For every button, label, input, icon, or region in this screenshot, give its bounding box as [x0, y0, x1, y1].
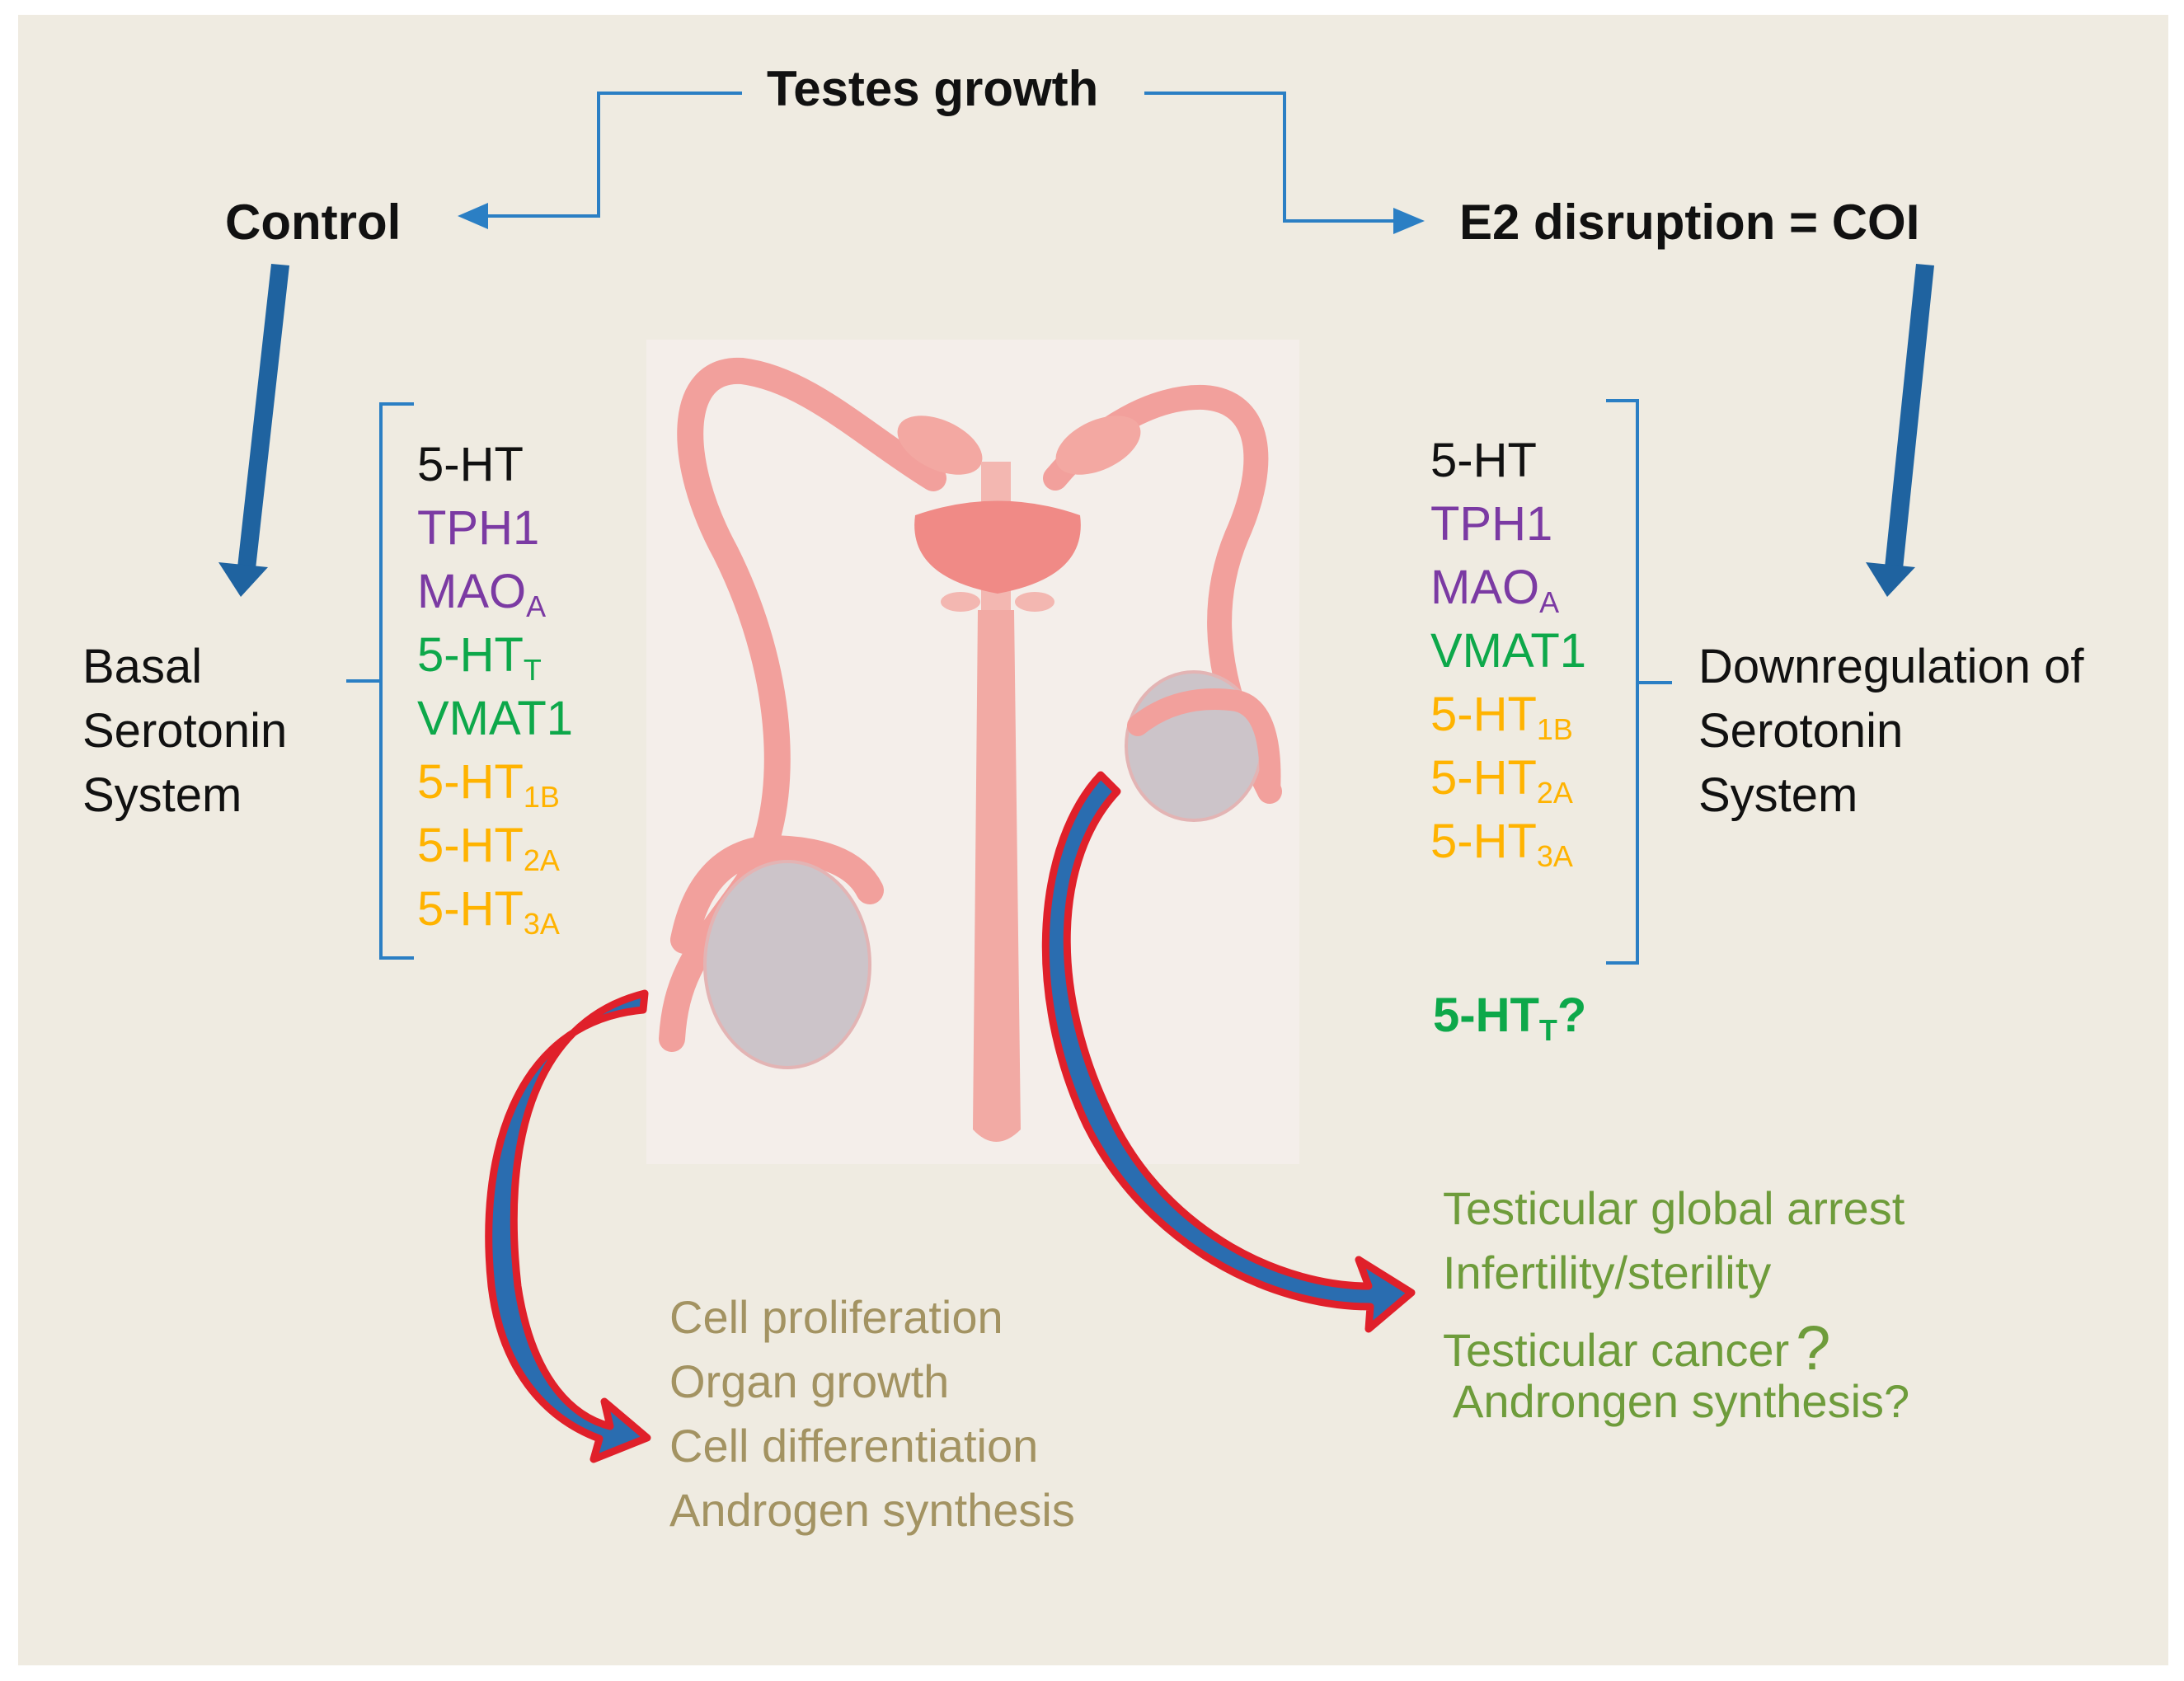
left-marker-5htt: 5-HTT [417, 628, 542, 687]
right-marker-5ht1b: 5-HT1B [1430, 688, 1573, 746]
left-outcome-4: Androgen synthesis [669, 1484, 1075, 1536]
disruption-down-arrow [1866, 264, 1934, 597]
disruption-outcome-arrow [1041, 771, 1416, 1333]
right-marker-maoa: MAOA [1430, 561, 1560, 619]
left-outcome-1: Cell proliferation [669, 1291, 1003, 1343]
left-bracket [346, 402, 414, 960]
title-connector-right [1144, 92, 1393, 223]
right-marker-5ht: 5-HT [1430, 434, 1537, 487]
right-marker-5ht2a: 5-HT2A [1430, 751, 1573, 810]
left-marker-5ht3a: 5-HT3A [417, 882, 560, 941]
basal-label-line-3: System [82, 768, 242, 822]
right-marker-vmat1: VMAT1 [1430, 624, 1587, 678]
right-outcome-4: Androngen synthesis? [1453, 1375, 1910, 1427]
right-outcome-2: Infertility/sterility [1443, 1247, 1772, 1298]
cancer-question-mark: ? [1796, 1313, 1831, 1383]
left-marker-vmat1: VMAT1 [417, 692, 574, 745]
downregulation-label-line-1: Downregulation of [1698, 640, 2084, 693]
control-heading: Control [225, 195, 402, 250]
left-marker-5ht: 5-HT [417, 438, 524, 491]
left-outcome-2: Organ growth [669, 1355, 950, 1407]
right-bracket [1606, 399, 1672, 965]
diagram-title: Testes growth [767, 61, 1099, 116]
left-marker-5ht2a: 5-HT2A [417, 819, 560, 877]
control-down-arrow [218, 264, 289, 597]
left-outcome-3: Cell differentiation [669, 1420, 1039, 1472]
left-marker-maoa: MAOA [417, 565, 547, 623]
testes-anatomy-illustration [646, 340, 1299, 1164]
left-marker-5ht1b: 5-HT1B [417, 755, 560, 814]
right-marker-5htt-question: 5-HTT? [1433, 988, 1587, 1047]
right-marker-tph1: TPH1 [1430, 497, 1553, 551]
downregulation-label-line-2: Serotonin [1698, 704, 1904, 758]
connector-arrowhead-left [458, 203, 488, 229]
connector-arrowhead-right [1393, 208, 1425, 234]
left-marker-tph1: TPH1 [417, 501, 540, 555]
downregulation-label-line-3: System [1698, 768, 1858, 822]
right-marker-5ht3a: 5-HT3A [1430, 815, 1573, 873]
basal-label-line-2: Serotonin [82, 704, 288, 758]
control-outcome-arrow [485, 989, 651, 1463]
right-outcome-1: Testicular global arrest [1443, 1182, 1905, 1234]
title-connector-left [486, 92, 742, 218]
basal-label-line-1: Basal [82, 640, 203, 693]
right-outcome-3: Testicular cancer? [1443, 1313, 1831, 1383]
disruption-heading: E2 disruption = COI [1459, 195, 1920, 250]
